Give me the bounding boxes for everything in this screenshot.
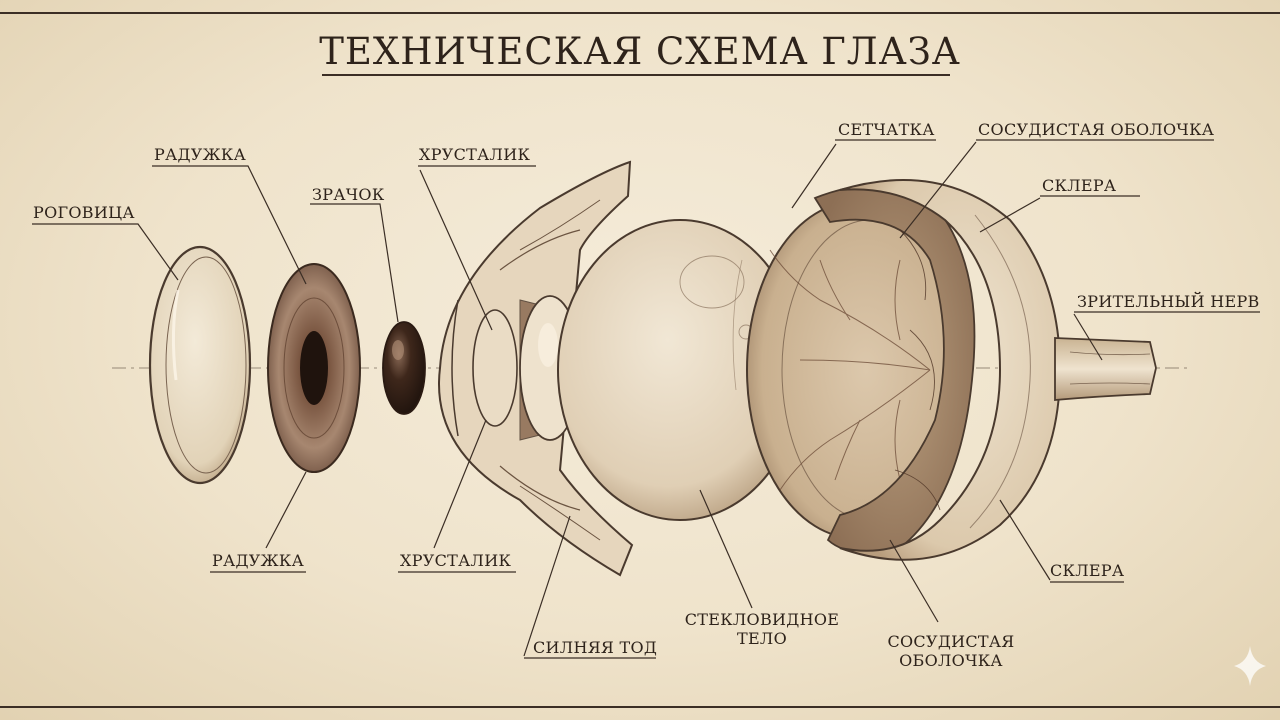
- title-underline: [322, 74, 950, 76]
- label-choroid-bottom: СОСУДИСТАЯ ОБОЛОЧКА: [876, 632, 1026, 670]
- label-sclera-top: СКЛЕРА: [1042, 176, 1117, 195]
- label-cornea: РОГОВИЦА: [33, 203, 135, 222]
- anterior-segment-shape: [438, 160, 634, 577]
- cornea-shape: [148, 245, 252, 485]
- label-choroid-top: СОСУДИСТАЯ ОБОЛОЧКА: [978, 120, 1215, 139]
- label-pupil: ЗРАЧОК: [312, 185, 385, 204]
- sparkle-icon: [1234, 646, 1266, 686]
- optic-nerve-shape: [1054, 337, 1157, 401]
- sclera-shape: [839, 179, 1062, 561]
- label-iris-top: РАДУЖКА: [154, 145, 247, 164]
- label-lens-bottom: ХРУСТАЛИК: [400, 551, 512, 570]
- pupil-shape: [382, 321, 426, 415]
- label-lens-top: ХРУСТАЛИК: [419, 145, 531, 164]
- label-ciliary-body: СИЛНЯЯ ТОД: [533, 638, 658, 657]
- label-vitreous-line1: СТЕКЛОВИДНОЕ: [684, 610, 840, 629]
- label-vitreous-body: СТЕКЛОВИДНОЕ ТЕЛО: [682, 610, 842, 648]
- bottom-border: [0, 706, 1280, 708]
- label-sclera-bottom: СКЛЕРА: [1050, 561, 1125, 580]
- label-choroid-bottom-line1: СОСУДИСТАЯ: [887, 632, 1015, 651]
- leader-lines: [32, 139, 1260, 659]
- label-optic-nerve: ЗРИТЕЛЬНЫЙ НЕРВ: [1077, 292, 1260, 311]
- label-iris-bottom: РАДУЖКА: [212, 551, 305, 570]
- label-choroid-bottom-line2: ОБОЛОЧКА: [899, 651, 1003, 670]
- page-title: ТЕХНИЧЕСКАЯ СХЕМА ГЛАЗА: [319, 30, 961, 73]
- iris-shape: [267, 263, 361, 473]
- label-retina: СЕТЧАТКА: [838, 120, 935, 139]
- label-vitreous-line2: ТЕЛО: [736, 629, 788, 648]
- top-border: [0, 12, 1280, 14]
